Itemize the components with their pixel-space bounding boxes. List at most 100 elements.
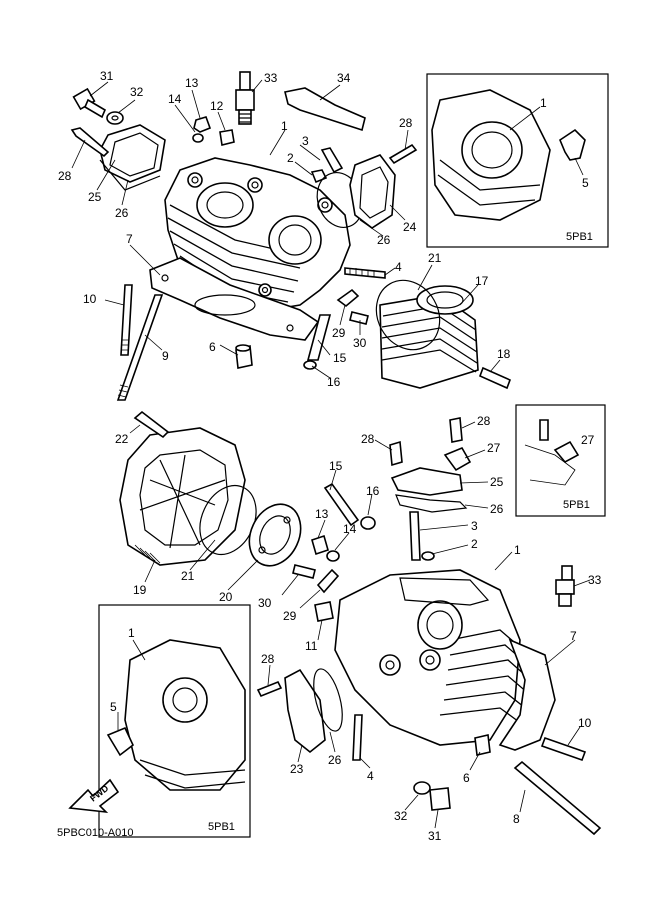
washer-32-top <box>106 111 124 125</box>
washer-32-bottom <box>413 781 431 795</box>
washer-14-top <box>192 133 204 143</box>
nut-11 <box>314 601 334 622</box>
callout-1-inset-bottom: 1 <box>128 626 135 640</box>
inset-mid-right <box>515 404 606 517</box>
callout-6-top: 6 <box>209 340 216 354</box>
bolt-28-bottom <box>256 680 283 698</box>
callout-20: 20 <box>219 590 233 604</box>
callout-29-top: 29 <box>332 326 346 340</box>
washer-16-mid <box>360 516 376 530</box>
stud-8 <box>513 760 602 836</box>
callout-32-bottom: 32 <box>394 809 408 823</box>
inset-top-right-tag: 5PB1 <box>566 231 593 243</box>
callout-31-top: 31 <box>100 69 114 83</box>
callout-28-top-left: 28 <box>58 169 72 183</box>
callout-4-bottom: 4 <box>367 769 374 783</box>
nut-13-mid <box>311 534 329 556</box>
inset-mid-right-tag: 5PB1 <box>563 499 590 511</box>
callout-7-mid: 7 <box>570 629 577 643</box>
valve-guide-3-top <box>320 147 344 174</box>
callout-16-top: 16 <box>327 375 341 389</box>
callout-27-inset-mid: 27 <box>581 433 595 447</box>
callout-19: 19 <box>133 583 147 597</box>
callout-34: 34 <box>337 71 351 85</box>
inset-bottom-left-tag: 5PB1 <box>208 821 235 833</box>
valve-guide-2-bottom <box>421 551 435 561</box>
nut-12-top <box>219 129 235 146</box>
callout-1-mid: 1 <box>514 543 521 557</box>
callout-33-top: 33 <box>264 71 278 85</box>
callout-5-inset-top: 5 <box>582 176 589 190</box>
callout-6-bottom: 6 <box>463 771 470 785</box>
inset-top-right <box>426 73 609 248</box>
callout-17: 17 <box>475 274 489 288</box>
head-gasket-top <box>149 257 320 341</box>
fitting-27 <box>443 446 472 472</box>
washer-14-mid <box>326 550 340 562</box>
inset-bottom-left <box>98 604 251 838</box>
o-ring-26-bottom <box>313 668 343 732</box>
callout-28-top-right: 28 <box>399 116 413 130</box>
bolt-28-top-right <box>388 143 418 165</box>
fitting-5-inset-top <box>559 128 586 161</box>
callout-18: 18 <box>497 347 511 361</box>
bolt-22 <box>133 410 170 439</box>
callout-31-bottom: 31 <box>428 829 442 843</box>
cover-23 <box>284 668 326 754</box>
cover-25-bottom <box>390 467 463 496</box>
fwd-arrow: FWD <box>68 778 120 814</box>
dowel-6-bottom <box>474 734 491 756</box>
callout-3-mid: 3 <box>471 519 478 533</box>
callout-15-mid: 15 <box>329 459 343 473</box>
valve-guide-2-top <box>310 169 328 184</box>
o-ring-21-top <box>375 279 441 351</box>
callout-32-top: 32 <box>130 85 144 99</box>
callout-4-top: 4 <box>395 260 402 274</box>
callout-8: 8 <box>513 812 520 826</box>
stud-4-bottom <box>352 714 363 761</box>
callout-15-top: 15 <box>333 351 347 365</box>
callout-25-mid: 25 <box>490 475 504 489</box>
callout-2-mid: 2 <box>471 537 478 551</box>
gasket-26-bottom <box>395 494 468 513</box>
bolt-28-bottom-left <box>389 440 403 467</box>
callout-13-top: 13 <box>185 76 199 90</box>
bracket-29-mid <box>316 568 340 594</box>
callout-23: 23 <box>290 762 304 776</box>
callout-1-top: 1 <box>281 119 288 133</box>
stud-15-mid <box>323 482 360 527</box>
callout-21-mid: 21 <box>181 569 195 583</box>
callout-26-top-left: 26 <box>115 206 129 220</box>
bolt-30-mid <box>292 564 316 579</box>
leader-lines <box>71 79 591 829</box>
stud-15-top <box>306 314 332 361</box>
nut-13-top <box>193 116 212 133</box>
head-port-right <box>268 215 322 265</box>
stud-10-bottom <box>540 736 587 762</box>
head-gasket-bottom <box>498 638 556 751</box>
rear-cylinder-head-assembly <box>334 569 543 746</box>
cylinder-17 <box>379 285 479 389</box>
callout-14-top: 14 <box>168 92 182 106</box>
callout-2-top: 2 <box>287 151 294 165</box>
callout-28-bottom: 28 <box>261 652 275 666</box>
plate-20 <box>248 503 302 567</box>
callout-12-top: 12 <box>210 99 224 113</box>
callout-28-mid-left: 28 <box>361 432 375 446</box>
spark-plug-33-top <box>235 71 255 125</box>
callout-26-top-right: 26 <box>377 233 391 247</box>
bolt-28-bottom-right <box>449 417 463 443</box>
bolt-31-top <box>72 87 107 119</box>
callout-30-mid: 30 <box>258 596 272 610</box>
callout-28-mid-right: 28 <box>477 414 491 428</box>
callout-27-mid: 27 <box>487 441 501 455</box>
callout-7-top: 7 <box>126 232 133 246</box>
callout-21-top: 21 <box>428 251 442 265</box>
callout-29-mid: 29 <box>283 609 297 623</box>
bolt-28-top-left <box>70 127 110 158</box>
head-port-left <box>196 182 254 228</box>
bracket-29-top <box>336 288 360 308</box>
side-cover-19 <box>119 427 246 566</box>
callout-10-top: 10 <box>83 292 97 306</box>
callout-24: 24 <box>403 220 417 234</box>
